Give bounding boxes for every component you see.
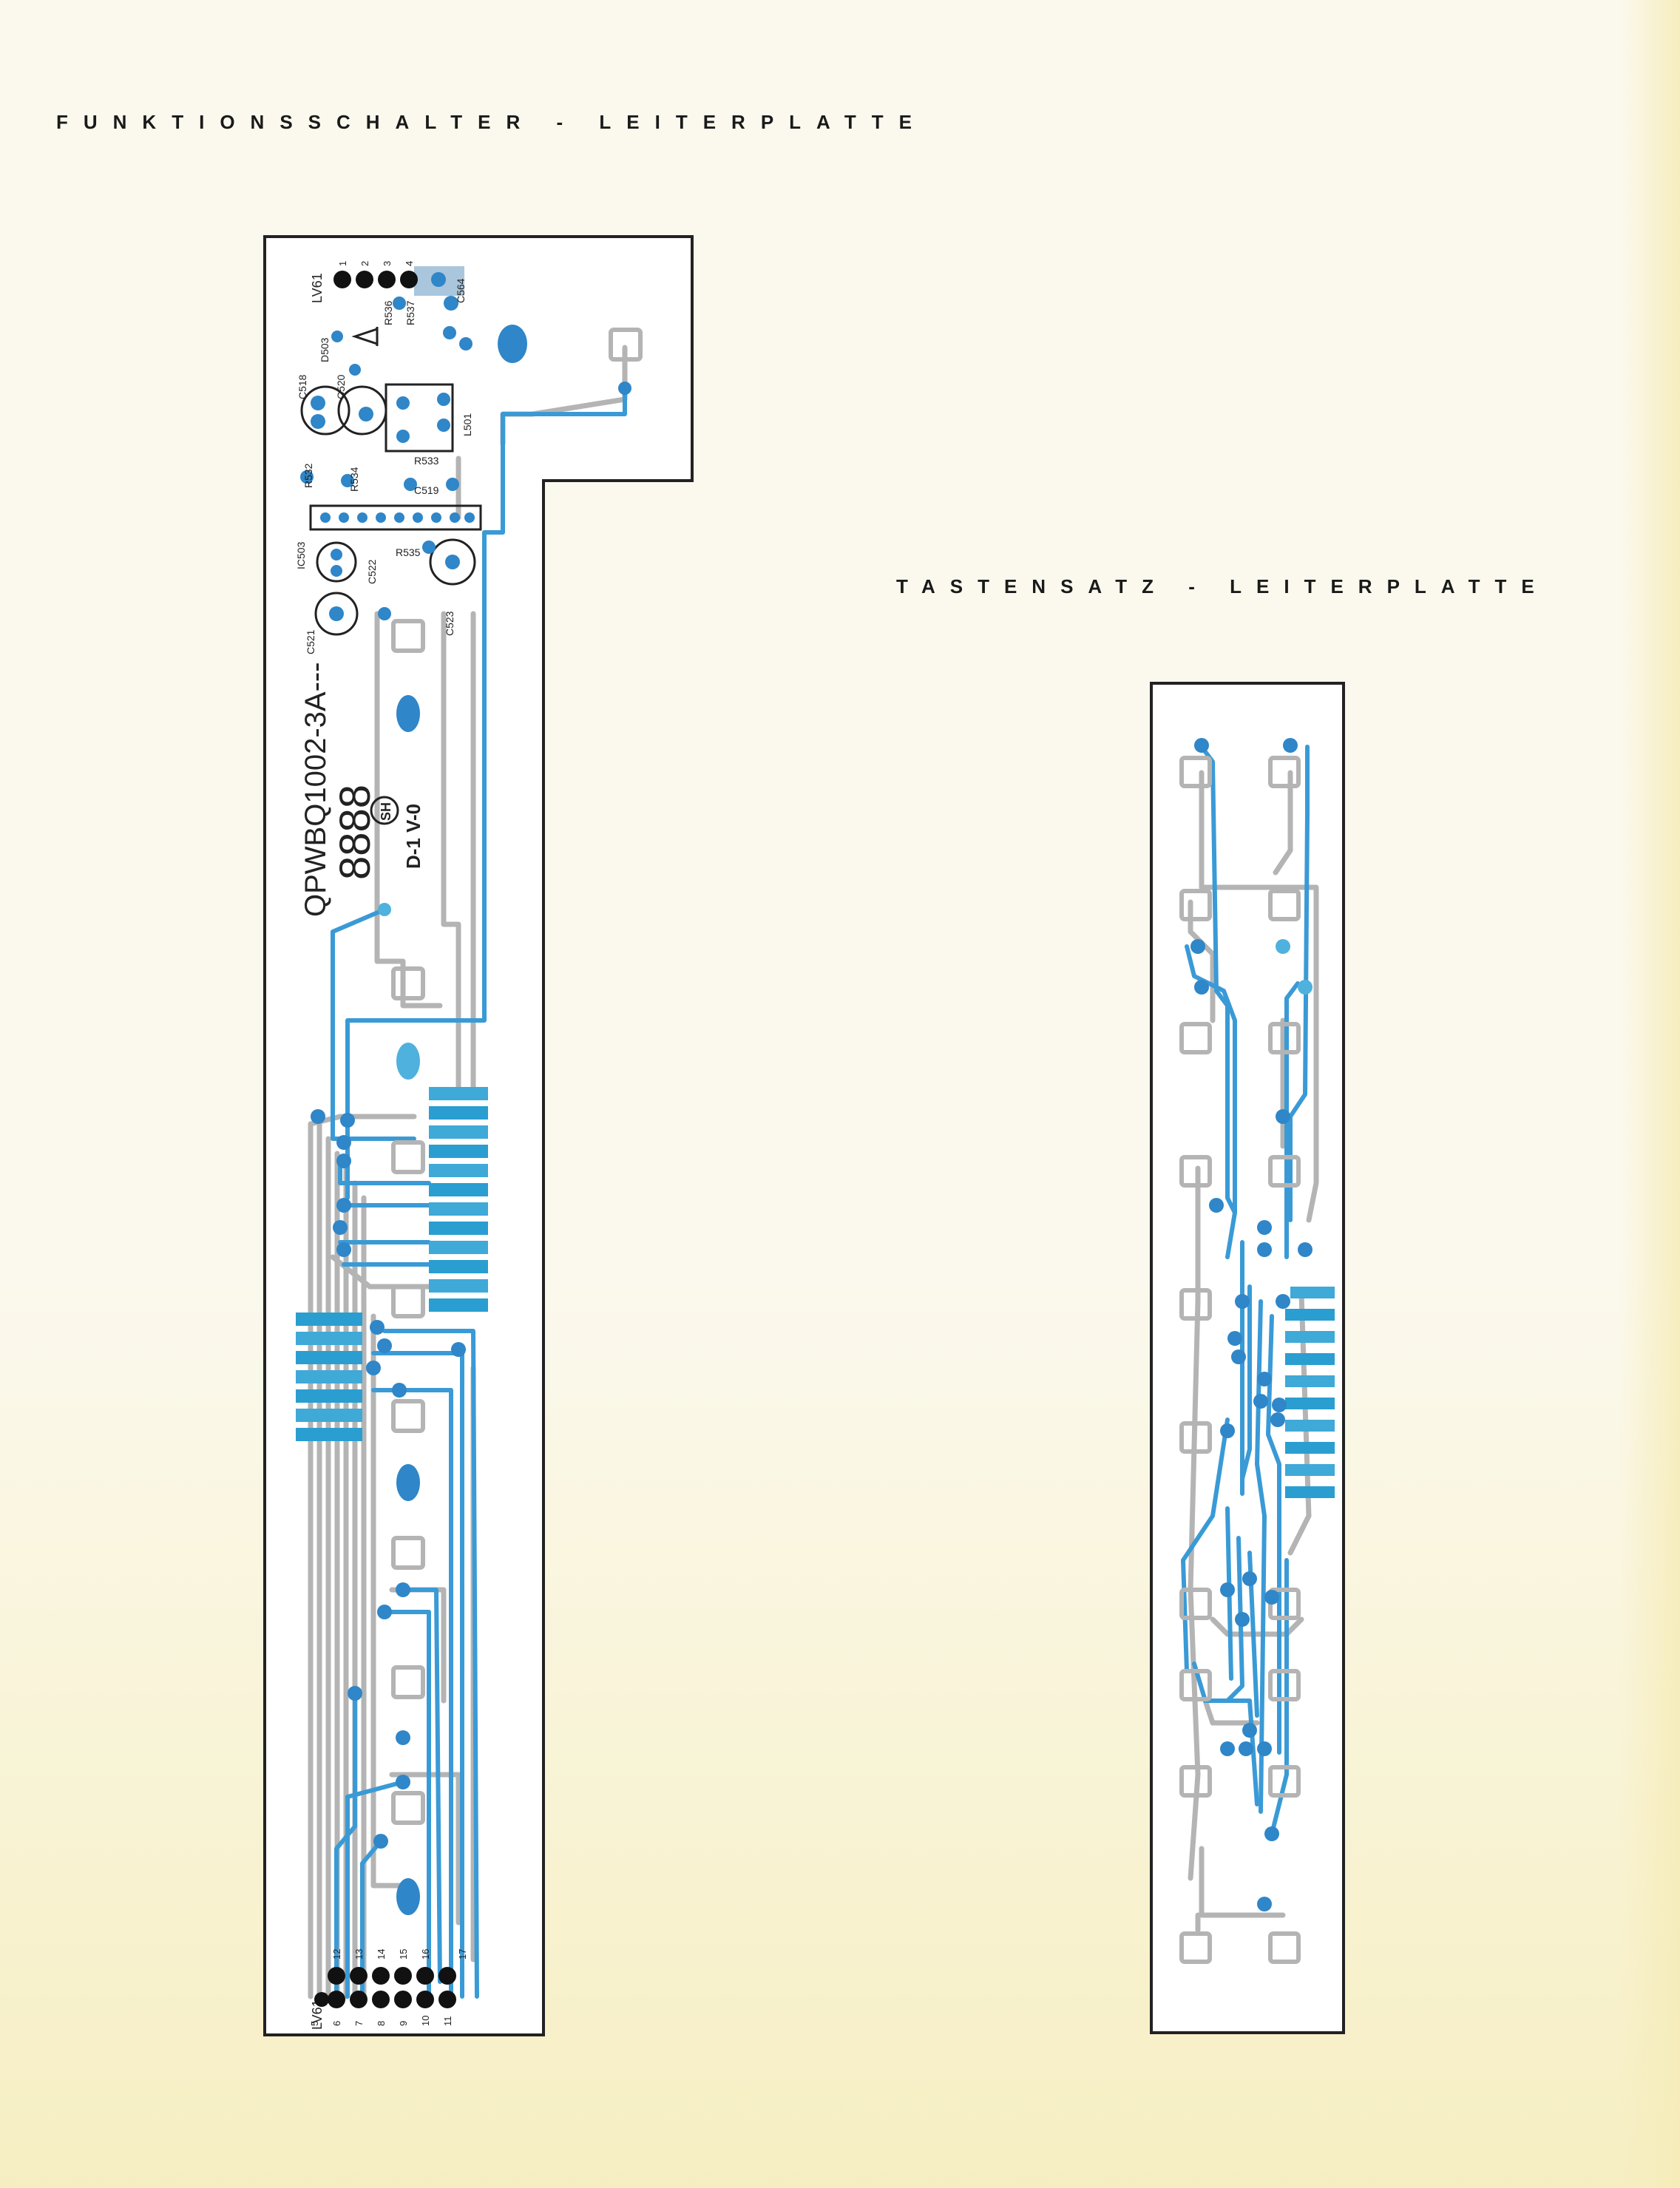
connector-label-top: LV61 (310, 273, 325, 303)
l501-outline (385, 383, 454, 453)
diode-symbol (351, 327, 379, 346)
blue-traces-right (1181, 745, 1310, 1836)
label-r537: R537 (404, 300, 416, 325)
board-codes: D-1 V-0 (402, 804, 424, 869)
pin-label-12: 12 (331, 1949, 342, 1960)
label-c523: C523 (444, 611, 455, 636)
contacts-left (391, 328, 643, 1825)
label-r536: R536 (382, 300, 394, 325)
pin-label-6: 6 (331, 2021, 342, 2026)
manufacturer-logo (370, 796, 399, 825)
pin-label-2: 2 (359, 261, 370, 266)
label-r534: R534 (348, 467, 360, 492)
label-l501: L501 (461, 413, 473, 436)
board-funktionsschalter: QPWBQ1002-3A--- 8888 SH D-1 V-0 LV61 LV6… (263, 235, 694, 2036)
label-r532: R532 (302, 463, 314, 488)
c523-outline (429, 538, 476, 586)
paper-edge-tint (1619, 0, 1680, 2188)
c518-outline (300, 385, 350, 436)
pin-label-11: 11 (442, 2016, 453, 2027)
c522-outline (316, 541, 357, 583)
label-c522: C522 (366, 559, 378, 584)
ic503-outline (309, 504, 482, 531)
part-number: QPWBQ1002-3A--- (299, 662, 332, 917)
finger-block-right (1285, 1287, 1335, 1498)
label-r535: R535 (396, 546, 421, 558)
label-d503: D503 (319, 337, 331, 362)
vias-left (311, 382, 631, 1849)
label-c520: C520 (335, 374, 347, 399)
pin-label-14: 14 (376, 1949, 387, 1960)
contacts-right (1179, 756, 1301, 1964)
pin-label-3: 3 (382, 261, 393, 266)
vias-right (1190, 738, 1312, 1911)
label-c518: C518 (297, 374, 308, 399)
bottom-connector: 12 13 14 15 16 17 5 6 7 8 9 10 11 (309, 1949, 468, 2026)
blue-traces-left (331, 386, 627, 1999)
pin-label-17: 17 (457, 1949, 468, 1960)
finger-block-left-lower (296, 1313, 362, 1441)
label-r533: R533 (414, 455, 439, 467)
label-c519: C519 (414, 484, 439, 496)
pin-label-13: 13 (353, 1949, 365, 1960)
digit-display: 8888 (331, 785, 379, 880)
pin-label-16: 16 (420, 1949, 431, 1960)
heading-funktionsschalter: FUNKTIONSSCHALTER - LEITERPLATTE (56, 111, 928, 133)
board-tastensatz (1150, 682, 1345, 2034)
c521-outline (314, 592, 359, 636)
pin-label-5: 5 (309, 2021, 320, 2026)
pin-label-9: 9 (398, 2021, 409, 2026)
oval-pads-left (396, 325, 527, 1915)
finger-block-left-upper (429, 1087, 488, 1312)
pin-label-10: 10 (420, 2016, 431, 2026)
pin-label-1: 1 (337, 261, 348, 266)
pin-label-8: 8 (376, 2021, 387, 2026)
logo-text: SH (379, 802, 393, 821)
heading-tastensatz: TASTENSATZ - LEITERPLATTE (896, 575, 1549, 597)
label-ic503: IC503 (295, 541, 307, 569)
label-c564: C564 (455, 278, 467, 303)
label-c521: C521 (305, 629, 316, 654)
pin-label-15: 15 (398, 1949, 409, 1960)
pin-label-7: 7 (353, 2021, 365, 2026)
component-area (300, 266, 482, 636)
connector-label-bottom: LV61 (310, 1999, 325, 2030)
pin-label-4: 4 (404, 261, 415, 266)
